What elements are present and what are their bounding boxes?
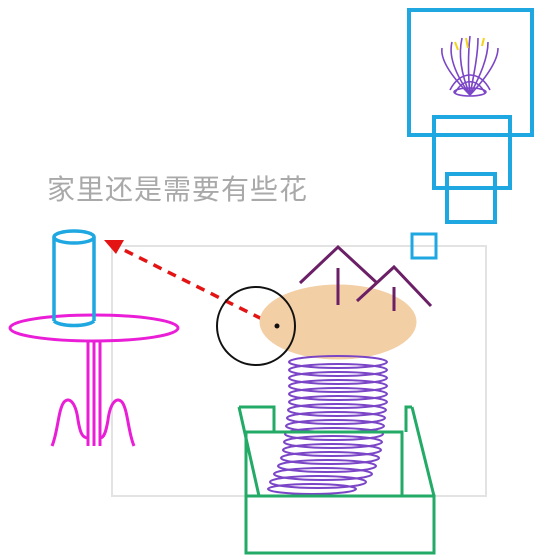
roof-shapes [298, 244, 433, 311]
background-frame [111, 245, 487, 497]
blue-box-tiny [410, 232, 438, 260]
blue-box-medium [432, 115, 512, 190]
cup-icon [52, 229, 96, 328]
small-table-icon [8, 313, 180, 447]
flower-stamen [454, 37, 485, 51]
flower-icon [441, 35, 499, 97]
target-dot [274, 323, 280, 329]
caption-text: 家里还是需要有些花 [47, 173, 309, 206]
red-dashed-arrow [104, 240, 277, 328]
spring-coil [267, 355, 388, 495]
target-circle [216, 286, 296, 366]
green-crate [237, 405, 436, 555]
flower-frame-box [407, 8, 534, 137]
blue-box-small [445, 172, 497, 224]
